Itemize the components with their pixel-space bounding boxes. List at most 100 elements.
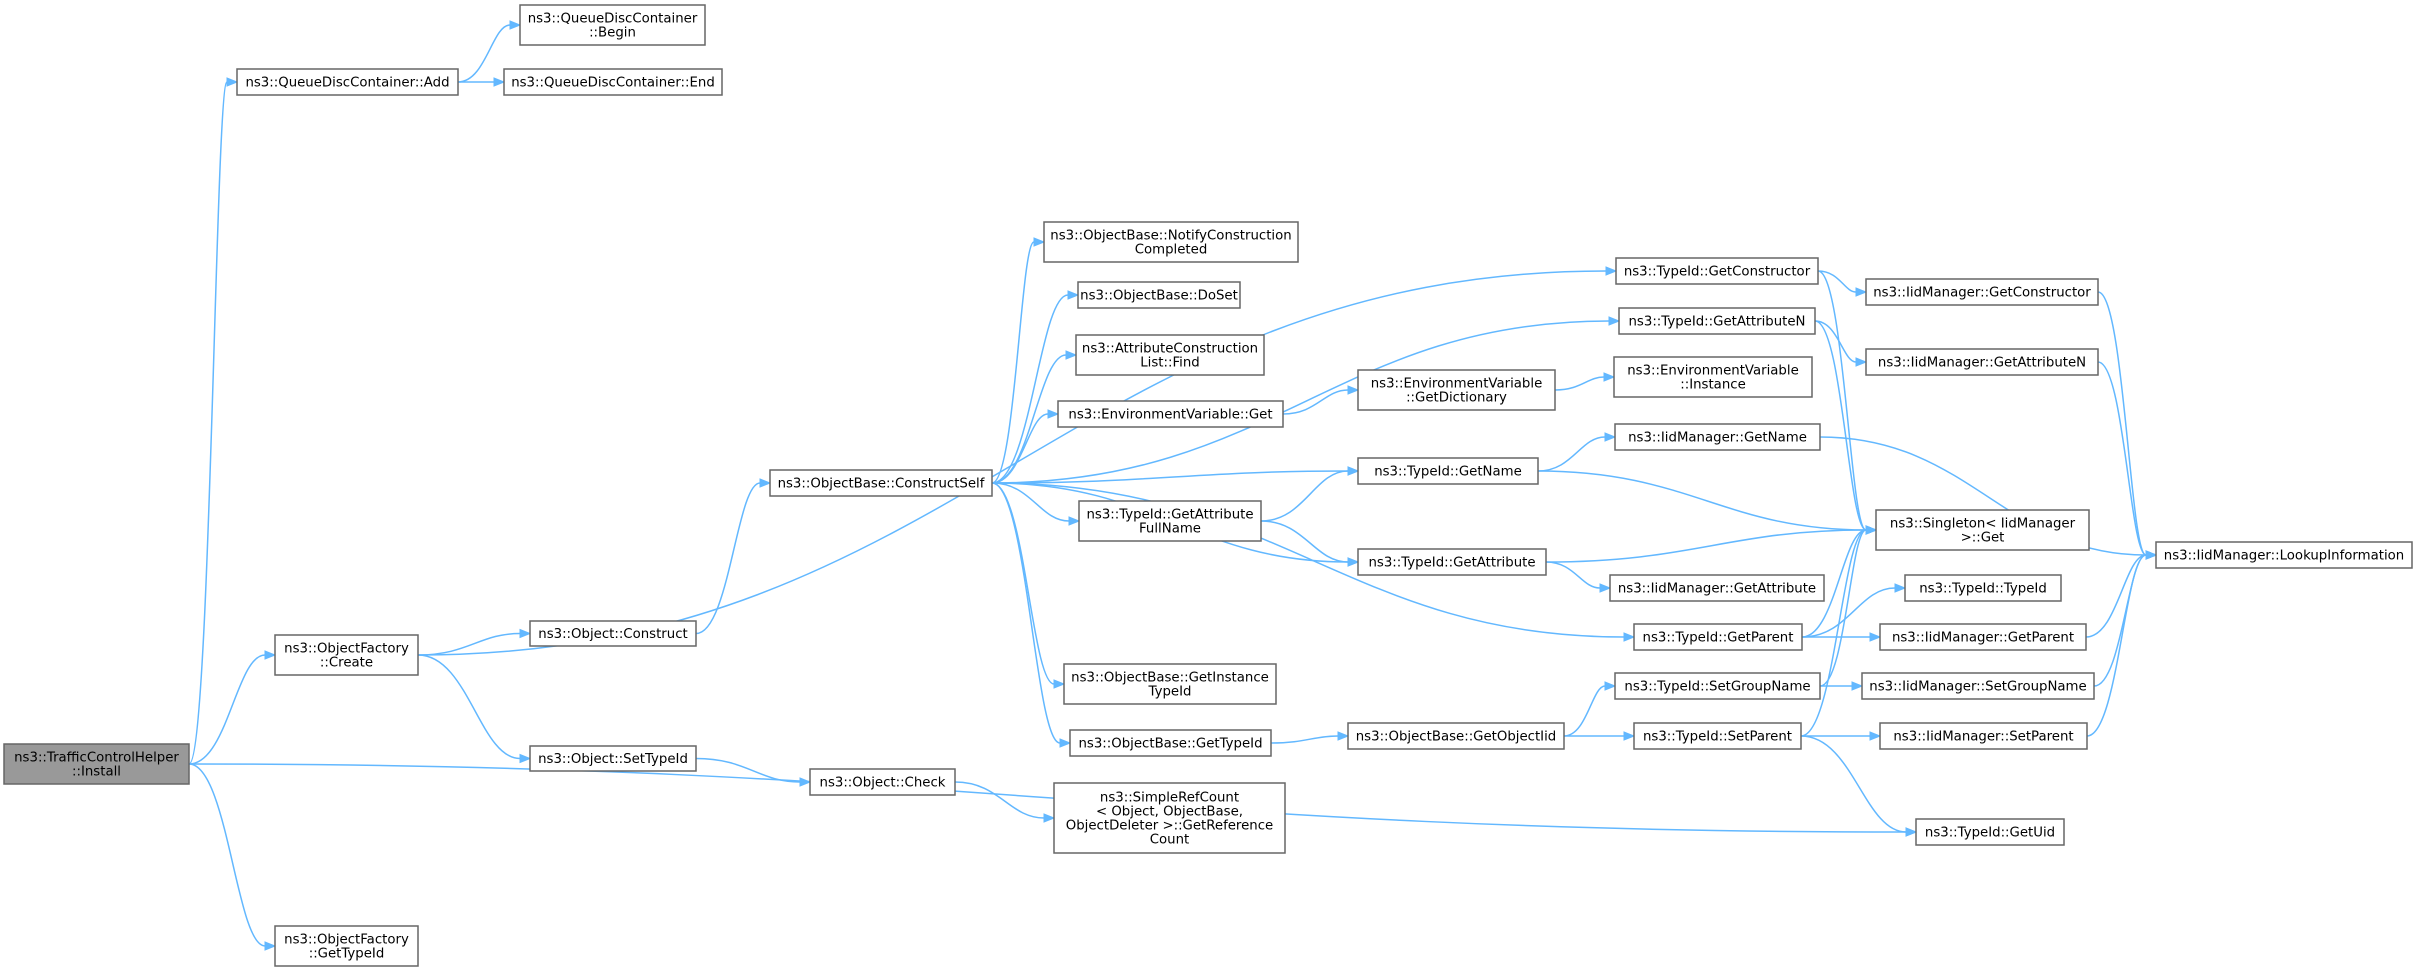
edge-arrowhead: [1855, 357, 1868, 367]
node-iid-manager-set-parent[interactable]: ns3::IidManager::SetParent: [1879, 722, 2088, 750]
node-label-line: Count: [1150, 833, 1190, 848]
edge-line: [991, 320, 1610, 484]
edge-line: [991, 482, 1055, 685]
edge-arrowhead: [1905, 827, 1918, 837]
node-simple-ref-count-get-reference-count[interactable]: ns3::SimpleRefCount< Object, ObjectBase,…: [1053, 782, 1286, 854]
edge-obj_check-to-src_getrefcount: [954, 781, 1056, 823]
node-traffic-control-helper-install[interactable]: ns3::TrafficControlHelper::Install: [3, 743, 190, 785]
node-object-construct[interactable]: ns3::Object::Construct: [529, 620, 697, 647]
node-object-base-get-object-iid[interactable]: ns3::ObjectBase::GetObjectIid: [1347, 722, 1565, 750]
node-label-line: ::GetDictionary: [1406, 391, 1507, 406]
edge-line: [991, 482, 1061, 744]
node-environment-variable-get[interactable]: ns3::EnvironmentVariable::Get: [1057, 400, 1284, 428]
node-iid-manager-get-constructor[interactable]: ns3::IidManager::GetConstructor: [1865, 278, 2099, 306]
edge-iid_getattributen-to-iid_lookupinfo: [2097, 361, 2158, 560]
edge-arrowhead: [1605, 266, 1618, 276]
node-label-line: ns3::TypeId::GetName: [1374, 465, 1522, 480]
node-iid-manager-get-parent[interactable]: ns3::IidManager::GetParent: [1879, 623, 2087, 651]
node-label-line: ns3::IidManager::GetAttributeN: [1878, 356, 2086, 371]
edge-obj_settypeid-to-obj_check: [695, 757, 812, 787]
node-box: [1614, 423, 1821, 451]
edge-arrowhead: [1599, 583, 1612, 593]
node-box: [1904, 574, 2062, 602]
node-label-line: ns3::ObjectFactory: [284, 642, 409, 657]
edge-ob_getobjectiid-to-tid_setgroupname: [1563, 681, 1617, 737]
edge-ev_get-to-ev_getdict: [1282, 385, 1360, 415]
edge-tid_getattribute-to-iid_getattribute: [1545, 561, 1612, 593]
edge-tid_setparent-to-tid_getuid: [1800, 735, 1918, 837]
edge-obj_construct-to-ob_constructself: [695, 478, 772, 635]
edge-tid_setgroupname-to-iid_setgroupname: [1820, 681, 1864, 691]
node-type-id-get-parent[interactable]: ns3::TypeId::GetParent: [1633, 623, 1803, 651]
node-object-check[interactable]: ns3::Object::Check: [809, 768, 956, 796]
node-environment-variable-get-dictionary[interactable]: ns3::EnvironmentVariable::GetDictionary: [1357, 369, 1556, 411]
node-box: [1613, 356, 1813, 398]
edge-arrowhead: [1047, 409, 1060, 419]
node-object-factory-get-type-id[interactable]: ns3::ObjectFactory::GetTypeId: [274, 925, 419, 967]
edge-line: [991, 470, 1349, 484]
node-object-base-notify-construction-completed[interactable]: ns3::ObjectBase::NotifyConstructionCompl…: [1043, 221, 1299, 263]
node-queue-disc-container-begin[interactable]: ns3::QueueDiscContainer::Begin: [519, 4, 706, 46]
edge-arrowhead: [1347, 385, 1360, 395]
node-iid-manager-get-attribute-n[interactable]: ns3::IidManager::GetAttributeN: [1865, 348, 2099, 376]
node-label-line: ns3::TypeId::GetAttributeN: [1629, 315, 1806, 330]
edge-arrowhead: [1053, 679, 1066, 689]
edge-arrowhead: [1851, 681, 1864, 691]
node-object-base-construct-self[interactable]: ns3::ObjectBase::ConstructSelf: [769, 469, 993, 497]
node-type-id-set-parent[interactable]: ns3::TypeId::SetParent: [1633, 722, 1802, 750]
node-label-line: ns3::AttributeConstruction: [1082, 342, 1258, 357]
edge-tch_install-to-qdc_add: [188, 77, 239, 765]
edge-line: [1260, 470, 1349, 522]
node-box: [529, 620, 697, 647]
node-iid-manager-lookup-information[interactable]: ns3::IidManager::LookupInformation: [2155, 541, 2413, 569]
node-label-line: ns3::QueueDiscContainer::Add: [245, 76, 449, 91]
node-iid-manager-get-name[interactable]: ns3::IidManager::GetName: [1614, 423, 1821, 451]
edge-line: [2097, 361, 2147, 556]
edge-arrowhead: [1623, 632, 1636, 642]
node-label-line: List::Find: [1140, 356, 1199, 371]
node-object-base-do-set[interactable]: ns3::ObjectBase::DoSet: [1077, 281, 1241, 309]
edge-line: [188, 763, 266, 947]
node-object-factory-create[interactable]: ns3::ObjectFactory::Create: [274, 634, 419, 676]
edge-ob_constructself-to-tid_getattrfullname: [991, 482, 1081, 526]
edge-arrowhead: [1855, 287, 1868, 297]
node-type-id-get-attribute[interactable]: ns3::TypeId::GetAttribute: [1357, 548, 1547, 576]
node-type-id-get-name[interactable]: ns3::TypeId::GetName: [1357, 457, 1539, 485]
node-type-id-set-group-name[interactable]: ns3::TypeId::SetGroupName: [1614, 672, 1821, 700]
node-type-id-get-uid[interactable]: ns3::TypeId::GetUid: [1915, 818, 2065, 846]
node-box: [1078, 500, 1262, 542]
node-label-line: TypeId: [1148, 685, 1192, 700]
edge-line: [188, 763, 1907, 833]
node-environment-variable-instance[interactable]: ns3::EnvironmentVariable::Instance: [1613, 356, 1813, 398]
node-label-line: ns3::TypeId::SetGroupName: [1624, 680, 1810, 695]
node-type-id-get-constructor[interactable]: ns3::TypeId::GetConstructor: [1615, 257, 1819, 285]
node-queue-disc-container-add[interactable]: ns3::QueueDiscContainer::Add: [236, 68, 459, 96]
edge-arrowhead: [1065, 350, 1078, 360]
node-box: [1063, 663, 1277, 705]
edge-tid_getattrfullname-to-tid_getattribute: [1260, 520, 1360, 567]
node-type-id-type-id[interactable]: ns3::TypeId::TypeId: [1904, 574, 2062, 602]
node-label-line: ns3::Singleton< IidManager: [1890, 517, 2076, 532]
node-object-base-get-type-id[interactable]: ns3::ObjectBase::GetTypeId: [1069, 729, 1272, 757]
node-label-line: ns3::TypeId::GetParent: [1643, 631, 1794, 646]
node-box: [1633, 623, 1803, 651]
node-type-id-get-attribute-n[interactable]: ns3::TypeId::GetAttributeN: [1618, 307, 1816, 335]
node-singleton-iid-manager-get[interactable]: ns3::Singleton< IidManager>::Get: [1875, 509, 2090, 551]
node-box: [1614, 672, 1821, 700]
node-label-line: ::Create: [320, 656, 373, 671]
edge-arrowhead: [493, 77, 506, 87]
node-label-line: >::Get: [1961, 531, 2005, 546]
node-iid-manager-set-group-name[interactable]: ns3::IidManager::SetGroupName: [1861, 672, 2095, 700]
node-queue-disc-container-end[interactable]: ns3::QueueDiscContainer::End: [503, 68, 723, 96]
edge-line: [2093, 554, 2147, 687]
edge-of_create-to-obj_construct: [417, 628, 532, 656]
node-object-set-type-id[interactable]: ns3::Object::SetTypeId: [529, 745, 697, 772]
edge-line: [991, 413, 1049, 484]
edge-ob_constructself-to-ob_notify: [991, 237, 1046, 484]
edge-qdc_add-to-qdc_begin: [457, 20, 522, 83]
node-iid-manager-get-attribute[interactable]: ns3::IidManager::GetAttribute: [1609, 574, 1825, 602]
